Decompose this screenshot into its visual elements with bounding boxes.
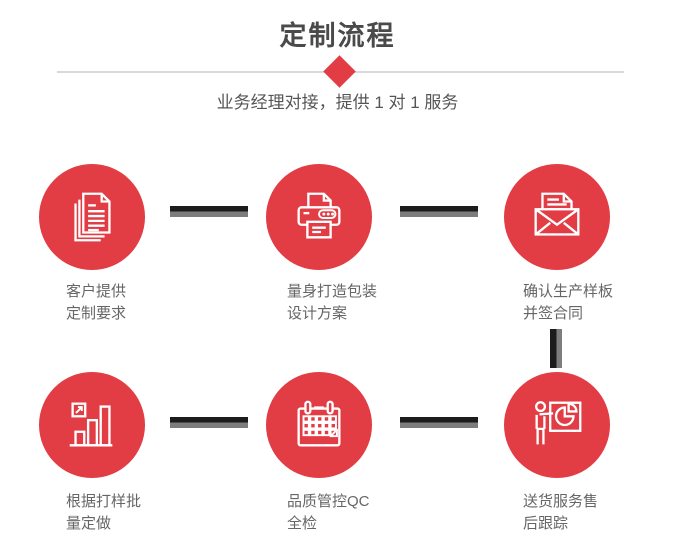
step-label-2: 量身打造包装 设计方案 [287, 281, 377, 325]
documents-icon [74, 192, 111, 242]
step-circle-3 [504, 164, 610, 270]
step-circle-2 [266, 164, 372, 270]
printer-icon [297, 192, 341, 239]
connector-step3-step6 [550, 329, 562, 368]
step-label-line: 客户提供 [66, 283, 127, 300]
step-label-line: 送货服务售 [523, 493, 599, 510]
step-circle-1 [39, 164, 145, 270]
step-circle-6 [504, 372, 610, 478]
step-label-3: 确认生产样板 并签合同 [523, 281, 613, 325]
step-label-line: 根据打样批 [66, 493, 142, 510]
step-label-line: 确认生产样板 [523, 283, 614, 300]
connector-step2-step3 [400, 206, 478, 217]
step-label-line: 全检 [287, 515, 318, 532]
step-label-4: 根据打样批 量定做 [66, 491, 141, 535]
calendar-icon [297, 400, 341, 447]
step-label-5: 品质管控QC 全检 [287, 491, 370, 535]
step-label-line: 品质管控QC [287, 493, 370, 510]
diamond-icon [323, 55, 356, 88]
connector-step1-step2 [170, 206, 248, 217]
envelope-icon [534, 192, 580, 236]
step-label-line: 量身打造包装 [287, 283, 378, 300]
step-label-line: 设计方案 [287, 305, 348, 322]
step-label-line: 定制要求 [66, 305, 127, 322]
step-label-1: 客户提供 定制要求 [66, 281, 126, 325]
step-label-line: 量定做 [66, 515, 112, 532]
connector-step4-step5 [170, 417, 248, 428]
connector-step5-step6 [400, 417, 478, 428]
presenter-icon [535, 401, 582, 445]
page-subtitle: 业务经理对接，提供 1 对 1 服务 [216, 93, 459, 112]
step-label-line: 后跟踪 [523, 515, 569, 532]
bar-chart-icon [69, 402, 113, 447]
step-label-line: 并签合同 [523, 305, 584, 322]
page-title: 定制流程 [279, 21, 396, 51]
step-circle-5 [266, 372, 372, 478]
step-label-6: 送货服务售 后跟踪 [523, 491, 598, 535]
step-circle-4 [39, 372, 145, 478]
